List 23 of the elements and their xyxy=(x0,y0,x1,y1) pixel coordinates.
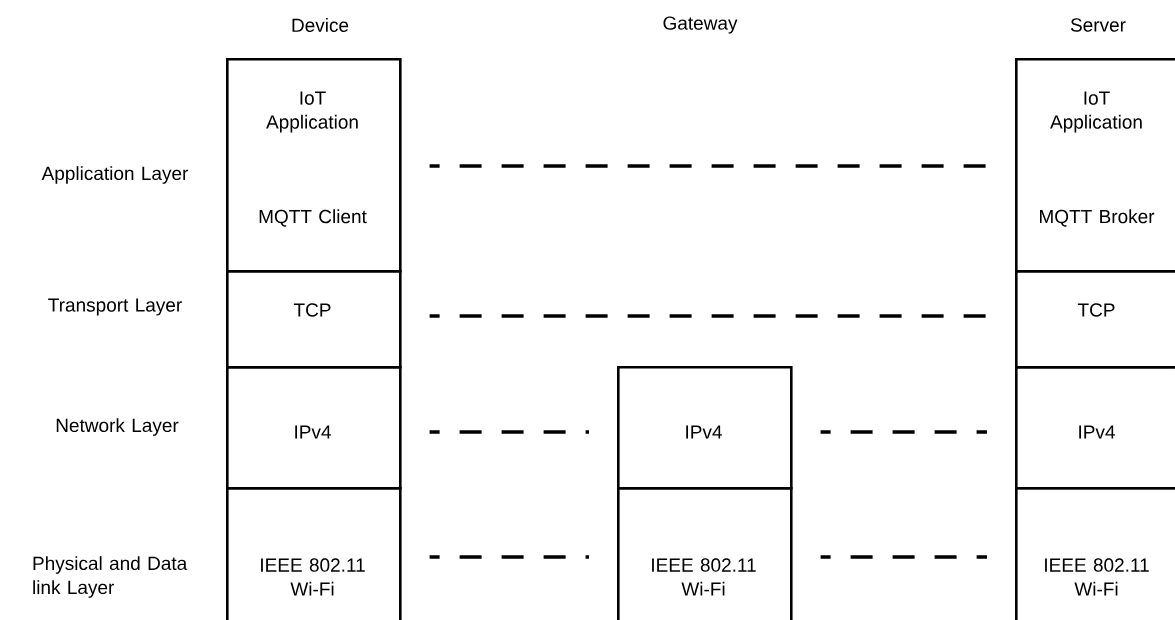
protocol-cell: IoT Application MQTT Broker xyxy=(1015,58,1175,273)
dashed-line xyxy=(429,430,589,434)
protocol-cell: IPv4 xyxy=(617,366,793,490)
column-heading: Gateway xyxy=(663,16,738,34)
protocol-cell: IPv4 xyxy=(1015,366,1175,490)
protocol-cell: IoT Application MQTT Client xyxy=(226,58,402,273)
dashed-line xyxy=(820,430,987,434)
protocol-cell: TCP xyxy=(1015,270,1175,369)
layer-label: Transport Layer xyxy=(48,298,182,316)
protocol-cell: IPv4 xyxy=(226,366,402,490)
layer-label: Physical and Data link Layer xyxy=(33,556,188,598)
dashed-line xyxy=(429,164,987,168)
dashed-line xyxy=(820,555,987,559)
protocol-cell: IEEE 802.11 Wi-Fi xyxy=(617,487,793,620)
protocol-cell: IEEE 802.11 Wi-Fi xyxy=(226,487,402,620)
protocol-cell: TCP xyxy=(226,270,402,369)
dashed-line xyxy=(429,314,987,318)
column-heading: Server xyxy=(1070,18,1126,32)
dashed-line xyxy=(429,555,589,559)
layer-label: Network Layer xyxy=(56,418,179,436)
column-heading: Device xyxy=(292,18,349,32)
protocol-cell: IEEE 802.11 Wi-Fi xyxy=(1015,487,1175,620)
layer-label: Application Layer xyxy=(41,166,189,184)
